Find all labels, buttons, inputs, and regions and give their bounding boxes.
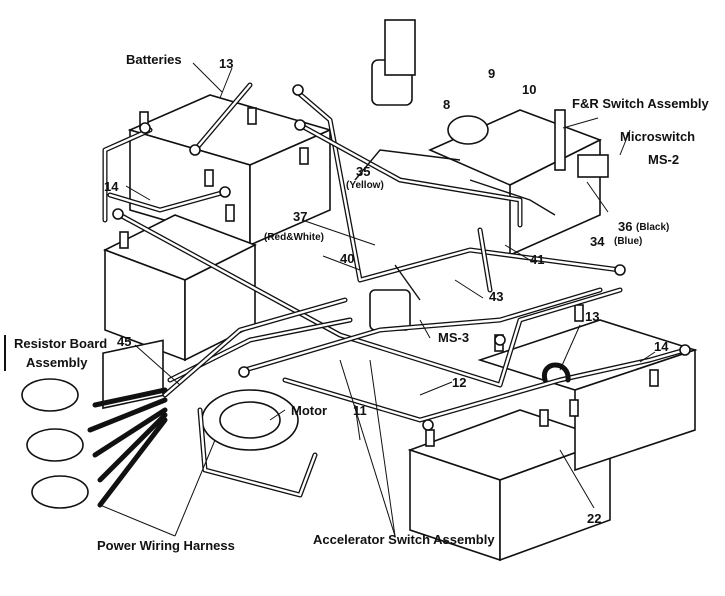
label-36: 36 [618,219,633,234]
label-batteries: Batteries [126,52,182,67]
label-34: 34 [590,234,605,249]
label-ms2: MS-2 [648,152,680,167]
label-power-harness: Power Wiring Harness [97,538,235,553]
label-13-right: 13 [585,309,600,324]
resistor-board [21,339,164,509]
battery-back-left [127,94,333,247]
label-35: 35 [356,164,371,179]
label-45: 45 [117,334,132,349]
label-assembly: Assembly [26,355,88,370]
label-black: (Black) [636,222,670,233]
bracket-mark [4,335,6,371]
label-43: 43 [489,289,504,304]
label-motor: Motor [291,403,328,418]
battery-front-right [407,409,613,562]
label-8: 8 [443,97,451,112]
label-ms3: MS-3 [438,330,470,345]
label-resistor-board: Resistor Board [14,336,108,351]
fr-switch-housing [428,109,609,257]
label-13-top: 13 [219,56,234,71]
label-12: 12 [452,375,467,390]
label-blue: (Blue) [614,236,643,247]
label-accel-switch: Accelerator Switch Assembly [313,532,495,547]
battery-middle-left [103,204,257,362]
label-37: 37 [293,209,308,224]
ring-terminals [112,84,691,431]
label-14-left: 14 [104,179,119,194]
label-9: 9 [488,66,496,81]
leader-lines [99,62,656,537]
ms3-switch [369,289,411,331]
label-22: 22 [587,511,602,526]
label-11: 11 [353,403,367,418]
label-10: 10 [522,82,537,97]
label-yellow: (Yellow) [346,180,384,191]
label-14-right: 14 [654,339,669,354]
label-41: 41 [530,252,545,267]
label-microswitch: Microswitch [620,129,696,144]
solenoid [371,19,489,145]
label-red-white: (Red&White) [264,232,324,243]
label-40: 40 [340,251,355,266]
motor-body [201,389,299,451]
cables [87,82,688,508]
label-fr-switch: F&R Switch Assembly [572,96,709,111]
